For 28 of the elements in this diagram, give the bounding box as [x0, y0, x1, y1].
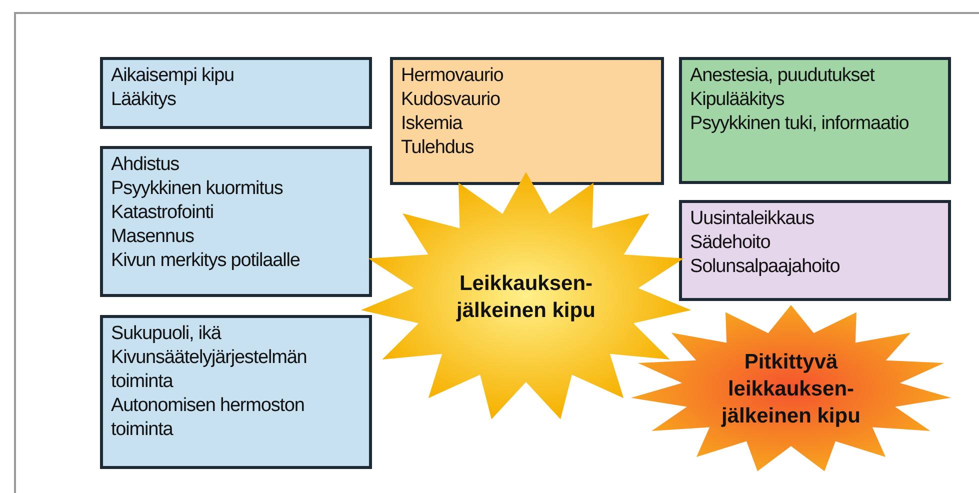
- factor-text: Ahdistus: [111, 153, 180, 177]
- info-box: [100, 57, 372, 129]
- info-box: [679, 200, 951, 301]
- factor-text: Lääkitys: [111, 88, 176, 112]
- starburst-label: Leikkauksen- jälkeinen kipu: [455, 271, 596, 324]
- factor-text: Sädehoito: [690, 231, 770, 255]
- factor-text: Anestesia, puudutukset: [690, 64, 874, 88]
- factor-text: Hermovaurio: [401, 64, 504, 88]
- factor-text: Masennus: [111, 225, 194, 249]
- factor-text: Kivunsäätelyjärjestelmän toiminta: [111, 346, 308, 394]
- factor-text: Aikaisempi kipu: [111, 64, 234, 88]
- factor-text: Uusintaleikkaus: [690, 207, 814, 231]
- factor-text: Sukupuoli, ikä: [111, 322, 221, 346]
- factor-text: Psyykkinen tuki, informaatio: [690, 112, 909, 136]
- factor-text: Iskemia: [401, 112, 462, 136]
- info-box: [390, 57, 664, 185]
- factor-text: Tulehdus: [401, 136, 474, 160]
- info-box: [100, 315, 372, 469]
- starburst-label: Pitkittyvä leikkauksen- jälkeinen kipu: [720, 350, 862, 430]
- factor-text: Psyykkinen kuormitus: [111, 177, 283, 201]
- info-box: [100, 146, 372, 297]
- info-box: [679, 57, 951, 184]
- factor-text: Kivun merkitys potilaalle: [111, 249, 300, 273]
- factor-text: Autonomisen hermoston toiminta: [111, 394, 306, 442]
- factor-text: Kudosvaurio: [401, 88, 500, 112]
- factor-text: Kipulääkitys: [690, 88, 784, 112]
- factor-text: Solunsalpaajahoito: [690, 255, 840, 279]
- factor-text: Katastrofointi: [111, 201, 214, 225]
